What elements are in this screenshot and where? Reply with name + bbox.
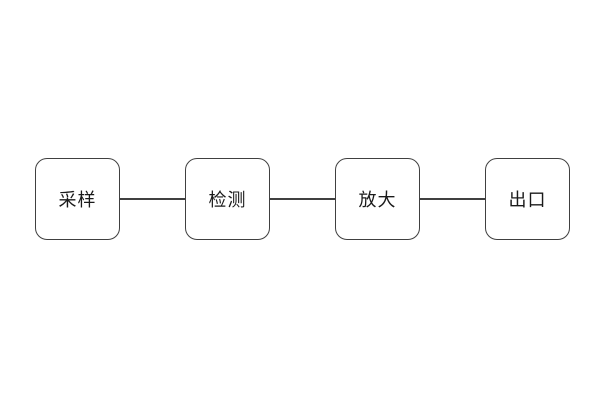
edge-connector-3 — [420, 198, 485, 200]
edge-connector-1 — [120, 198, 185, 200]
flow-node-sampling: 采样 — [35, 158, 120, 240]
edge-connector-2 — [270, 198, 335, 200]
flow-node-outlet: 出口 — [485, 158, 570, 240]
flow-node-detection: 检测 — [185, 158, 270, 240]
flow-node-label: 采样 — [58, 190, 97, 210]
flow-node-label: 检测 — [208, 190, 247, 210]
flow-node-label: 出口 — [508, 190, 547, 210]
flow-node-amplify: 放大 — [335, 158, 420, 240]
flow-node-label: 放大 — [358, 190, 397, 210]
